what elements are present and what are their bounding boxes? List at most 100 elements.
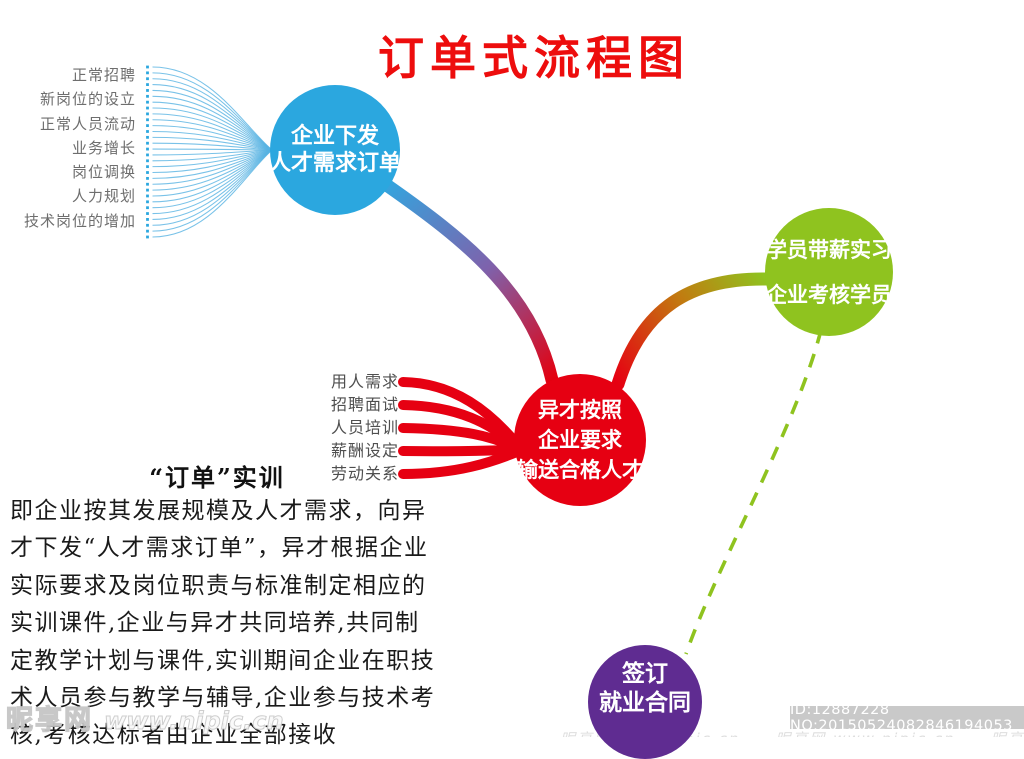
node-sign-contract: 签订 就业合同 bbox=[588, 645, 702, 759]
fan-line bbox=[152, 149, 273, 220]
fan-dot bbox=[146, 94, 149, 98]
node-line: 异才按照 bbox=[538, 397, 622, 422]
description-line: 定教学计划与课件,实训期间企业在职技 bbox=[10, 647, 436, 674]
fan-dot bbox=[146, 194, 149, 198]
red-bar bbox=[398, 447, 522, 479]
fan-line bbox=[152, 149, 273, 168]
fan-line bbox=[152, 119, 273, 151]
fan-line bbox=[152, 89, 273, 151]
connector-canvas bbox=[146, 65, 823, 655]
fan-dot bbox=[146, 165, 149, 169]
image-id-text: ID:12887228 NO:20150524082846194053 bbox=[790, 701, 1013, 734]
fan-dot bbox=[146, 159, 149, 163]
curve-red-to-green bbox=[611, 272, 773, 391]
fan-line bbox=[152, 149, 273, 179]
blue-source-item: 岗位调换 bbox=[71, 163, 136, 182]
fan-dot bbox=[146, 229, 149, 233]
blue-source-item: 业务增长 bbox=[71, 138, 136, 157]
node-paid-internship: 学员带薪实习 企业考核学员 bbox=[765, 208, 893, 336]
fan-line bbox=[152, 101, 273, 151]
description-paragraph: 即企业按其发展规模及人才需求，向异 才下发“人才需求订单”，异才根据企业 实际要… bbox=[10, 493, 450, 755]
description-line: 即企业按其发展规模及人才需求，向异 bbox=[10, 498, 427, 524]
node-line: 学员带薪实习 bbox=[766, 237, 892, 262]
fan-dot bbox=[146, 223, 149, 227]
description-line: 实际要求及岗位职责与标准制定相应的 bbox=[10, 572, 427, 599]
blue-fan-lines bbox=[146, 65, 273, 239]
node-enterprise-order: 企业下发 人才需求订单 bbox=[269, 85, 402, 215]
fan-dot bbox=[146, 65, 149, 69]
blue-source-item: 正常人员流动 bbox=[39, 114, 136, 133]
fan-line bbox=[152, 130, 273, 151]
blue-source-item: 技术岗位的增加 bbox=[23, 211, 136, 230]
fan-line bbox=[152, 107, 273, 151]
fan-dot bbox=[146, 118, 149, 122]
fan-line bbox=[152, 125, 273, 151]
fan-line bbox=[152, 148, 273, 151]
fan-dot bbox=[146, 176, 149, 180]
fan-dot bbox=[146, 135, 149, 139]
fan-line bbox=[152, 149, 273, 162]
fan-line bbox=[152, 149, 273, 215]
blue-source-item: 新岗位的设立 bbox=[39, 90, 136, 109]
description-line: 术人员参与教学与辅导,企业参与技术考 bbox=[10, 685, 436, 712]
site-watermark: 昵享网 www.nipic.cn bbox=[5, 698, 284, 737]
fan-dot bbox=[146, 171, 149, 174]
fan-line bbox=[152, 149, 273, 174]
fan-dot bbox=[146, 212, 149, 215]
fan-line bbox=[152, 149, 273, 238]
fan-line bbox=[152, 84, 273, 151]
fan-line bbox=[152, 113, 273, 151]
fan-dot bbox=[146, 153, 149, 157]
fan-dot bbox=[146, 130, 149, 133]
fan-dot bbox=[146, 141, 149, 145]
node-line: 签订 bbox=[622, 660, 668, 687]
red-source-item: 用人需求 bbox=[330, 372, 399, 391]
node-line: 企业要求 bbox=[538, 427, 622, 452]
red-feeder-bars bbox=[398, 377, 522, 479]
blue-source-item: 正常招聘 bbox=[71, 66, 136, 84]
fan-line bbox=[152, 149, 273, 203]
red-source-item: 人员培训 bbox=[330, 418, 399, 437]
red-source-item: 薪酬设定 bbox=[330, 441, 399, 460]
page-title: 订单式流程图 bbox=[378, 31, 690, 85]
fan-line bbox=[152, 95, 273, 151]
red-source-item: 劳动关系 bbox=[330, 464, 399, 483]
fan-line bbox=[152, 136, 273, 151]
fan-dot bbox=[146, 124, 149, 128]
fan-dot bbox=[146, 89, 149, 92]
fan-dot bbox=[146, 200, 149, 204]
node-line: 输送合格人才 bbox=[517, 457, 643, 482]
fan-dot bbox=[146, 147, 149, 151]
fan-dot bbox=[146, 112, 149, 116]
watermark-tile: 昵享网 www.nipic.cn bbox=[991, 730, 1024, 737]
fan-line bbox=[152, 142, 273, 151]
curve-blue-to-red bbox=[381, 179, 559, 387]
image-id-bar: ID:12887228 NO:20150524082846194053 bbox=[790, 702, 1024, 734]
fan-dot bbox=[146, 106, 149, 110]
fan-dot bbox=[146, 182, 149, 186]
description-line: 实训课件,企业与异才共同培养,共同制 bbox=[10, 610, 420, 637]
red-bar bbox=[398, 445, 522, 457]
fan-line bbox=[152, 149, 273, 185]
fan-line bbox=[152, 149, 273, 209]
fan-dot bbox=[146, 71, 149, 75]
dashed-green-line bbox=[684, 329, 823, 655]
fan-dot bbox=[146, 188, 149, 192]
node-line: 人才需求订单 bbox=[269, 150, 402, 176]
blue-source-list: 正常招聘 新岗位的设立 正常人员流动 业务增长 岗位调换 人力规划 技术岗位的增… bbox=[0, 63, 136, 233]
red-source-list: 用人需求 招聘面试 人员培训 薪酬设定 劳动关系 bbox=[278, 370, 399, 485]
fan-dot bbox=[146, 218, 149, 221]
fan-dot bbox=[146, 206, 149, 210]
description-heading: “订单”实训 bbox=[149, 463, 285, 492]
fan-line bbox=[152, 149, 273, 191]
description-line: 才下发“人才需求订单”，异才根据企业 bbox=[10, 535, 429, 562]
fan-dot bbox=[146, 100, 149, 104]
fan-line bbox=[152, 149, 273, 156]
node-line: 企业下发 bbox=[290, 123, 379, 149]
watermark-site-url: www.nipic.cn bbox=[104, 707, 284, 736]
node-line: 就业合同 bbox=[599, 689, 691, 716]
fan-dot bbox=[146, 77, 149, 81]
fan-dot bbox=[146, 235, 149, 239]
blue-source-item: 人力规划 bbox=[71, 187, 136, 206]
fan-line bbox=[152, 149, 273, 197]
